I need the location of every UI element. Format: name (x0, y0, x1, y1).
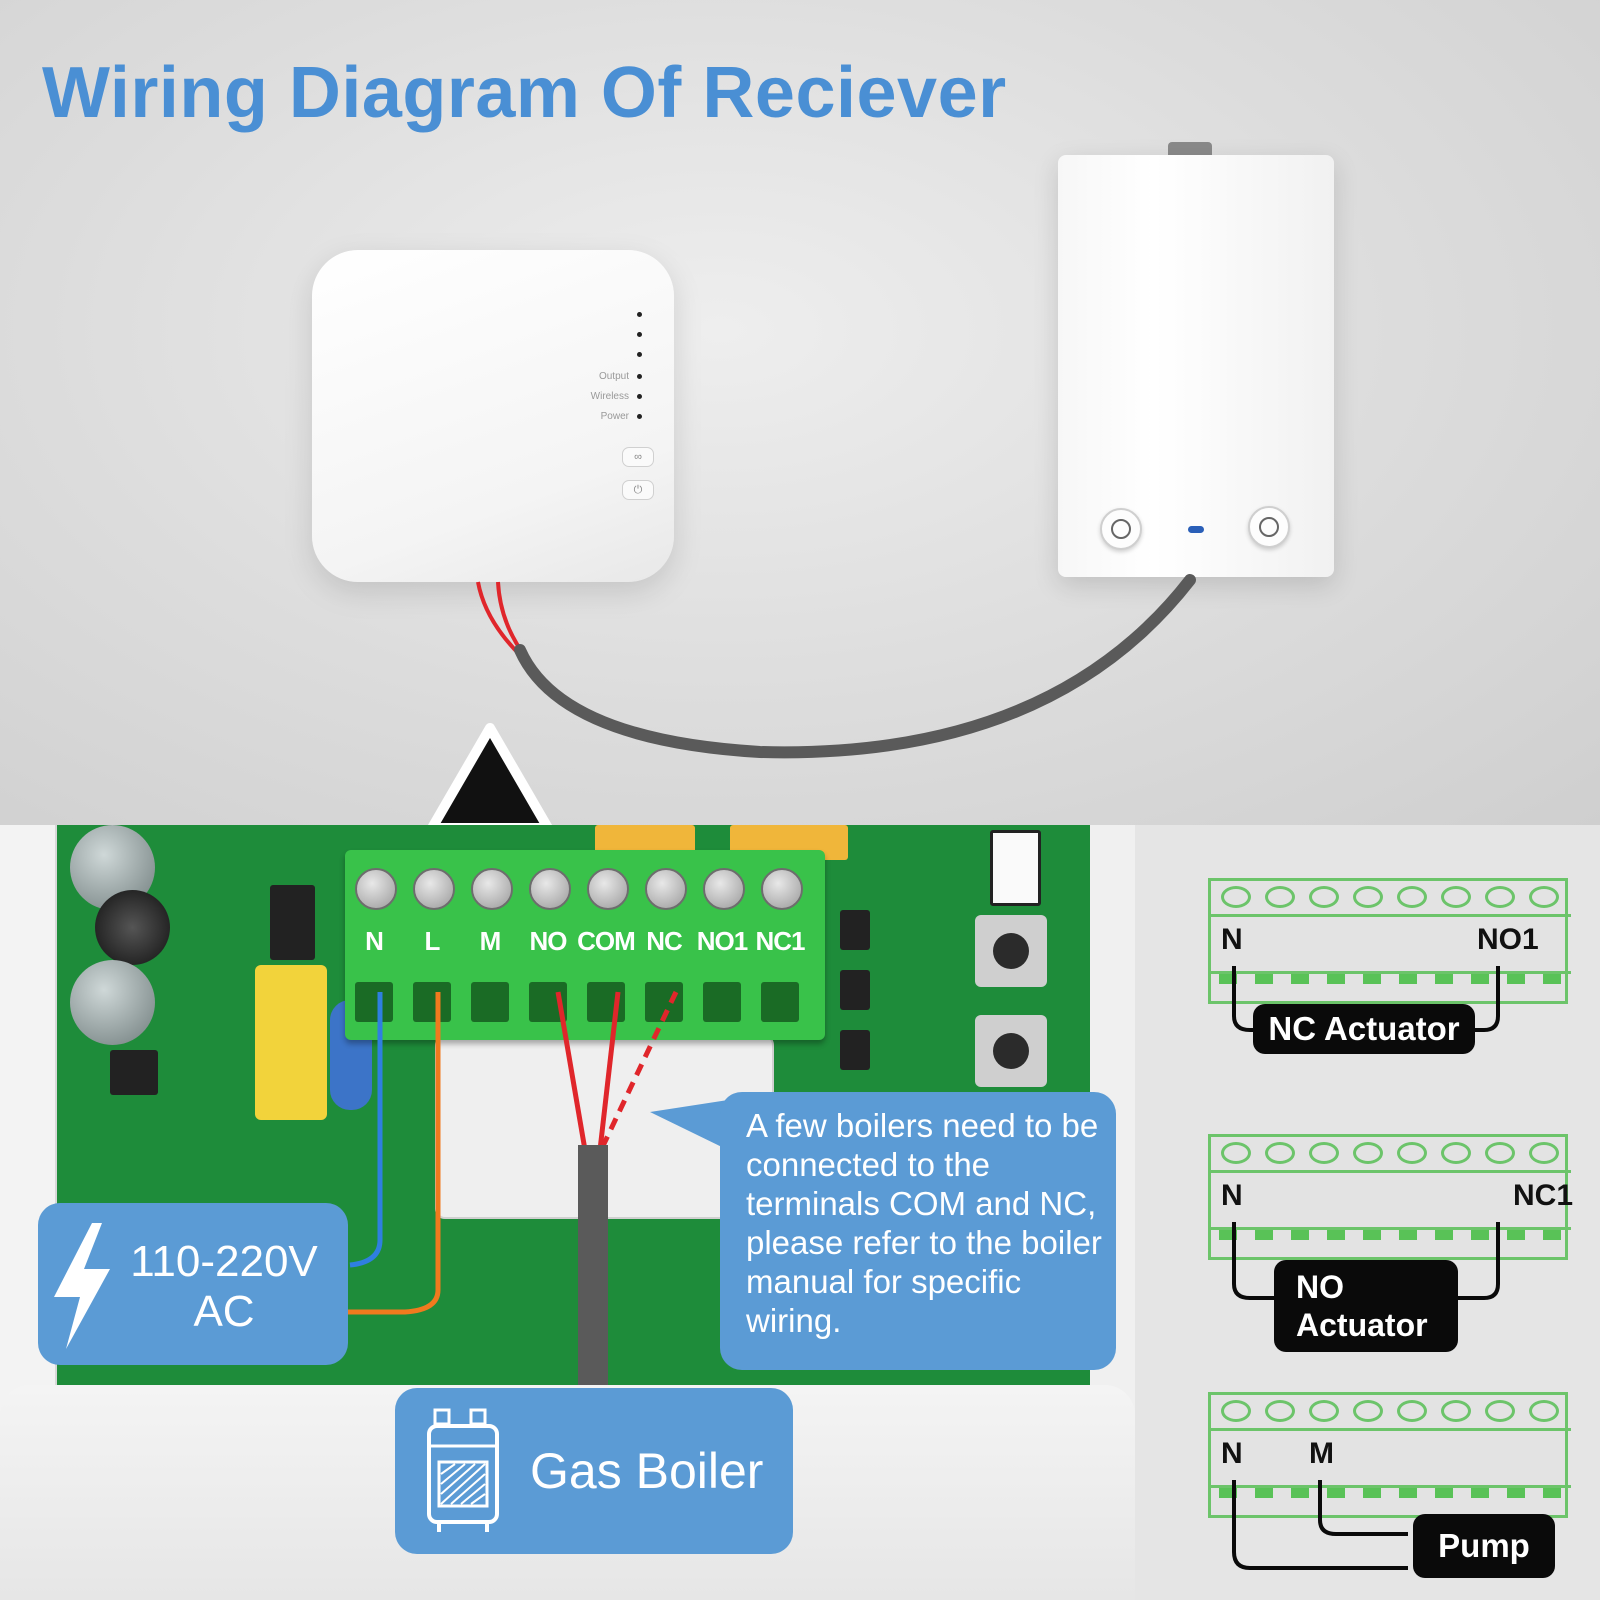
terminal-hole (761, 982, 799, 1022)
mini-terminal-strip: N NC1 (1208, 1134, 1573, 1260)
terminal-hole (413, 982, 451, 1022)
rectifier (110, 1050, 158, 1095)
mini-label-left: N (1221, 923, 1243, 956)
led-output: Output (599, 371, 642, 382)
terminal-screw (761, 868, 803, 910)
led-dot-2 (637, 332, 642, 337)
blue-wire-n (349, 992, 383, 1268)
fuse (270, 885, 315, 960)
led-power: Power (601, 411, 642, 422)
boiler-knob-right (1248, 506, 1290, 548)
terminal-label-no1: NO1 (696, 926, 748, 956)
terminal-screw (587, 868, 629, 910)
gas-boiler-icon (427, 1408, 499, 1532)
capacitor-2 (70, 960, 155, 1045)
gray-cable (514, 574, 1196, 759)
terminal-hole (471, 982, 509, 1022)
terminal-screw (645, 868, 687, 910)
boiler-indicator-led (1188, 526, 1204, 533)
terminal-screw (413, 868, 455, 910)
terminal-block: N L M NO COM NC NO1 NC1 (345, 850, 825, 1040)
terminal-label-nc: NC (646, 926, 683, 956)
red-wire-no (555, 991, 588, 1151)
mini-terminal-strip: N NO1 (1208, 878, 1571, 1004)
boiler-knob-left (1100, 508, 1142, 550)
dip-switch (990, 830, 1041, 906)
diode-d4 (840, 1030, 870, 1070)
power-button: ⏻ (622, 480, 654, 500)
orange-wire-l (348, 992, 441, 1315)
mini-label-left: N (1221, 1437, 1243, 1470)
inductor (95, 890, 170, 965)
terminal-label-nc1: NC1 (755, 926, 805, 956)
mini-wires (1232, 1222, 1500, 1300)
mini-label-right: NO1 (1477, 923, 1539, 956)
terminal-hole (703, 982, 741, 1022)
nc-actuator-label: NC Actuator (1253, 1004, 1475, 1054)
mini-wires (1232, 966, 1500, 1032)
boiler-flue (1168, 142, 1212, 156)
mini-wires (1232, 1480, 1408, 1570)
mini-terminal-strip: N M (1208, 1392, 1571, 1518)
terminal-hole (355, 982, 393, 1022)
mini-diagram-nc-actuator: N NO1 NC Actuator (1208, 878, 1571, 1054)
gas-boiler-label: Gas Boiler (530, 1443, 764, 1499)
boiler-cable (578, 1145, 608, 1385)
led-label-output: Output (598, 371, 629, 382)
pair-icon: ∞ (634, 451, 642, 463)
diode-d5 (840, 970, 870, 1010)
boiler-unit (1058, 155, 1334, 577)
red-wire-com (597, 991, 621, 1151)
no-actuator-label: NO Actuator (1274, 1260, 1458, 1352)
mini-label-left: N (1221, 1179, 1243, 1212)
led-dot-1 (637, 312, 642, 317)
terminal-label-n: N (365, 926, 384, 956)
terminal-label-no: NO (529, 926, 568, 956)
lightning-icon (54, 1223, 110, 1349)
mini-diagram-pump: N M Pump (1208, 1392, 1571, 1578)
gas-boiler-callout: Gas Boiler (395, 1388, 793, 1554)
mini-diagram-no-actuator: N NC1 NO Actuator (1208, 1134, 1573, 1352)
wiring-note-callout: A few boilers need to be connected to th… (720, 1092, 1116, 1370)
pump-label: Pump (1413, 1514, 1555, 1578)
wiring-note-text: A few boilers need to be connected to th… (746, 1107, 1102, 1339)
mini-label-right: M (1309, 1437, 1334, 1470)
terminal-label-l: L (424, 926, 441, 956)
x-capacitor (255, 965, 327, 1120)
terminal-label-com: COM (577, 926, 636, 956)
pcb-button-2 (975, 1015, 1047, 1087)
red-wire-nc-dashed (599, 990, 679, 1150)
led-dot-3 (637, 352, 642, 357)
led-label-wireless: Wireless (590, 391, 629, 402)
power-icon: ⏻ (633, 484, 643, 496)
pcb-button-1 (975, 915, 1047, 987)
mini-label-right: NC1 (1513, 1179, 1574, 1212)
red-wire-1 (476, 581, 522, 657)
terminal-screw (703, 868, 745, 910)
voltage-callout: 110-220V AC (38, 1203, 348, 1365)
diode-d6 (840, 910, 870, 950)
led-wireless: Wireless (591, 391, 642, 402)
led-label-power: Power (600, 411, 629, 422)
pair-button: ∞ (622, 447, 654, 467)
terminal-label-m: M (479, 926, 502, 956)
terminal-screw (471, 868, 513, 910)
terminal-screw (529, 868, 571, 910)
page-title: Wiring Diagram Of Reciever (42, 53, 1007, 133)
terminal-screw (355, 868, 397, 910)
receiver-unit: Output Wireless Power ∞ ⏻ (312, 250, 674, 582)
voltage-label: 110-220V AC (130, 1237, 318, 1336)
